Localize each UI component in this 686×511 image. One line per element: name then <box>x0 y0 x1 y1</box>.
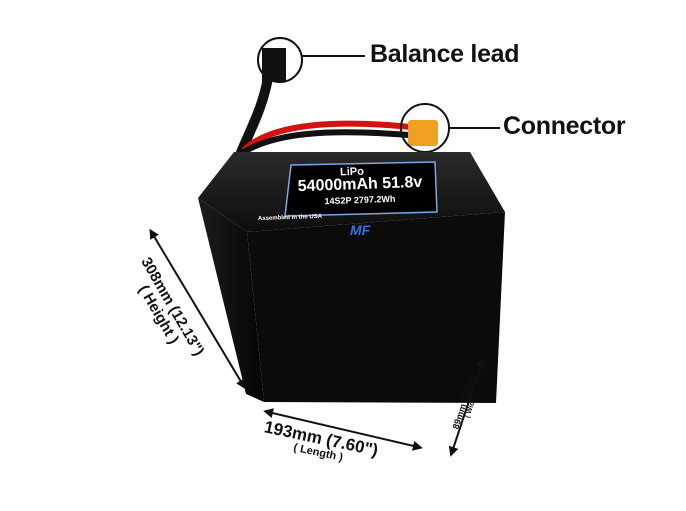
brand-logo: MF <box>350 222 371 238</box>
width-arrow <box>448 357 486 457</box>
balance-lead-circle <box>257 37 303 83</box>
length-arrow <box>263 408 423 451</box>
xt-connector <box>408 120 438 146</box>
balance-lead-callout: Balance lead <box>370 40 520 68</box>
height-arrow <box>149 228 246 390</box>
black-wire <box>236 129 421 159</box>
label-box <box>284 161 438 217</box>
connector-callout: Connector <box>503 112 626 140</box>
battery-front-face <box>247 212 505 403</box>
red-wire <box>241 120 421 153</box>
